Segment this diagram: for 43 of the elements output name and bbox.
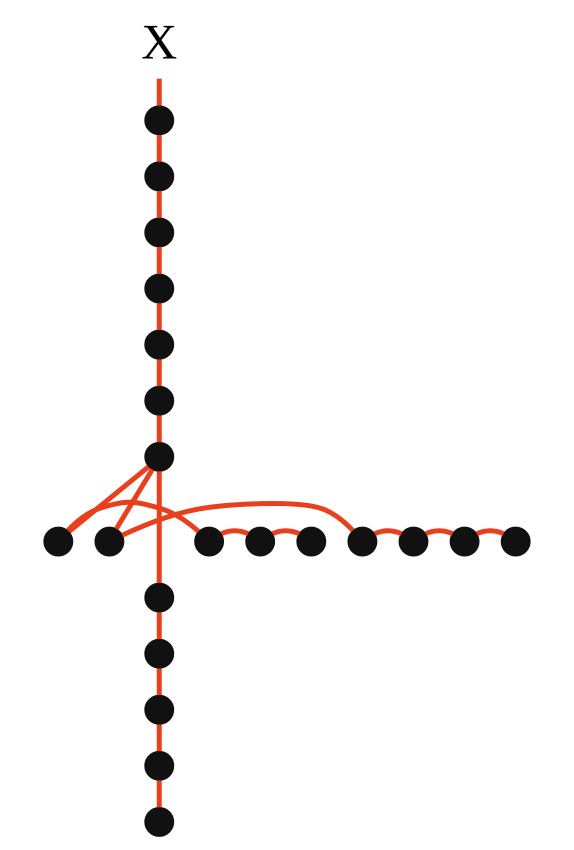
connector [156, 303, 162, 330]
connector [156, 247, 162, 274]
node-circle [398, 526, 428, 556]
connector [156, 612, 162, 640]
node-circle [296, 526, 326, 556]
node-circle [245, 526, 276, 556]
node-circle [144, 750, 174, 781]
connector [66, 500, 200, 534]
connector [156, 359, 162, 386]
node-text: X [141, 14, 178, 70]
connector [424, 528, 454, 536]
node-circle [144, 330, 174, 360]
node-circle [144, 218, 174, 248]
connector [156, 668, 162, 696]
node-circle [144, 694, 174, 725]
connector [156, 780, 162, 808]
connector [156, 135, 162, 162]
connector [156, 724, 162, 752]
node-circle [94, 526, 124, 556]
node-circle [43, 526, 74, 556]
node-circle [144, 386, 174, 416]
node-circle [500, 526, 531, 556]
connector [476, 528, 505, 536]
connector [220, 528, 250, 536]
node-circle [144, 582, 174, 613]
connector [272, 528, 300, 536]
connector [156, 78, 162, 106]
connector [156, 191, 162, 218]
node-circle [144, 274, 174, 304]
node-circle [144, 806, 174, 837]
connector [121, 501, 355, 538]
connector [114, 468, 154, 530]
node-circle [144, 442, 174, 472]
node-circle [450, 526, 480, 556]
node-circle [144, 105, 174, 136]
node-circle [144, 638, 174, 669]
connector [68, 464, 150, 534]
connector [156, 415, 162, 442]
node-circle [194, 526, 224, 556]
connector [374, 528, 402, 536]
connector [156, 471, 162, 583]
node-circle [347, 526, 378, 556]
node-circle [144, 161, 174, 192]
